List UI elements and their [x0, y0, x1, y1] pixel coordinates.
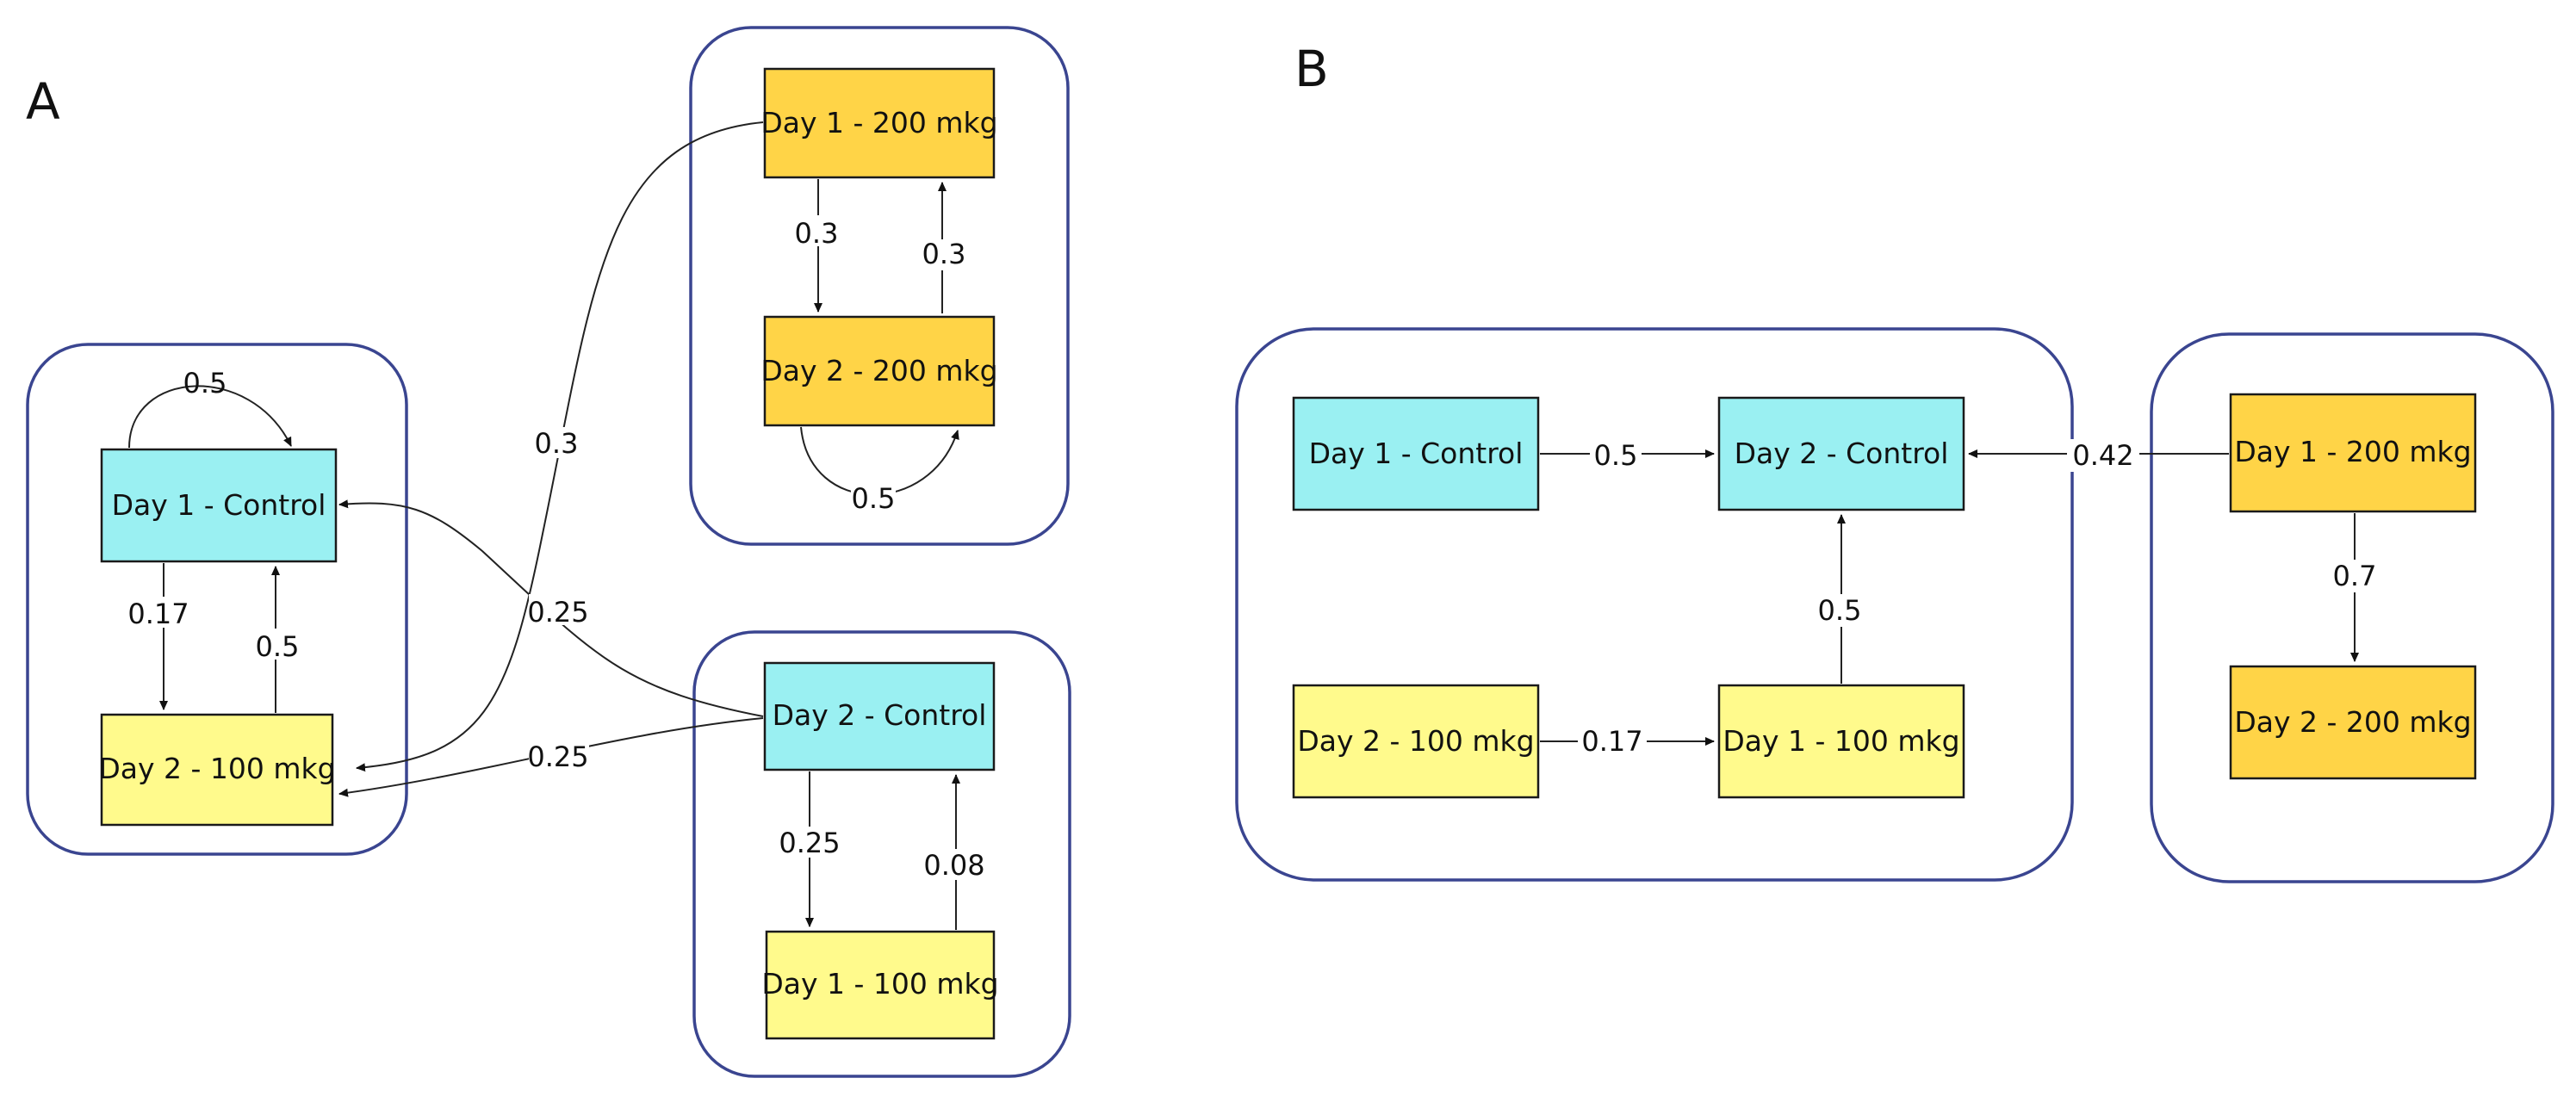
edge-label: 0.5 — [852, 482, 896, 515]
node: Day 1 - Control — [1292, 396, 1540, 511]
panel-b-edge-labels: 0.5 0.42 0.5 0.17 0.7 — [1578, 439, 2379, 758]
edge-label: 0.17 — [127, 598, 189, 630]
node: Day 2 - Control — [1717, 396, 1965, 511]
panel-a-cluster-bottom-right — [692, 630, 1071, 1078]
edge-label: 0.17 — [1581, 725, 1642, 758]
edge-label: 0.7 — [2333, 560, 2377, 592]
panel-b-cluster-main — [1235, 327, 2074, 882]
node-label: Day 2 - 100 mkg — [98, 752, 335, 785]
node-label: Day 2 - Control — [1735, 437, 1949, 470]
edge-label: 0.25 — [527, 740, 588, 773]
edge-label: 0.3 — [795, 217, 839, 250]
node: Day 1 - 200 mkg — [2229, 393, 2477, 513]
edge-label: 0.5 — [183, 367, 227, 400]
node-label: Day 2 - 100 mkg — [1297, 724, 1534, 758]
node: Day 1 - 100 mkg — [761, 930, 999, 1040]
edge-label: 0.5 — [1594, 439, 1638, 472]
panel-b-cluster-200mkg — [2150, 332, 2554, 883]
node-label: Day 2 - 200 mkg — [760, 354, 997, 387]
edge-label: 0.08 — [923, 849, 984, 882]
panel-a-label: A — [26, 72, 60, 131]
edge-label: 0.3 — [535, 427, 579, 460]
node-label: Day 1 - 100 mkg — [1723, 724, 1959, 758]
node: Day 2 - 100 mkg — [1292, 684, 1540, 799]
panel-b-label: B — [1294, 40, 1329, 98]
panel-a-cluster-top-right — [689, 26, 1070, 546]
edge-label: 0.5 — [256, 630, 300, 663]
edge-label: 0.42 — [2072, 439, 2133, 472]
node-label: Day 1 - Control — [112, 488, 326, 522]
node: Day 2 - 200 mkg — [760, 315, 998, 427]
node-label: Day 2 - 200 mkg — [2234, 705, 2471, 739]
edge-label: 0.3 — [922, 238, 966, 270]
node: Day 1 - Control — [100, 448, 338, 563]
node: Day 2 - 100 mkg — [98, 713, 336, 827]
node: Day 1 - 100 mkg — [1717, 684, 1965, 799]
edge-arrow-a_d2_ctrl-to-a_d1_ctrl — [338, 499, 764, 717]
panel-a-cluster-left — [26, 343, 408, 856]
edge-label: 0.25 — [527, 596, 588, 629]
node-label: Day 1 - 200 mkg — [2234, 435, 2471, 468]
node: Day 2 - 200 mkg — [2229, 665, 2477, 780]
node-label: Day 2 - Control — [773, 698, 987, 732]
node: Day 1 - 200 mkg — [760, 67, 998, 179]
edge-label: 0.25 — [779, 827, 840, 859]
edge-arrow-a_d1_ctrl-to-a_d1_ctrl — [128, 385, 292, 449]
node-label: Day 1 - 200 mkg — [760, 106, 997, 139]
node-label: Day 1 - Control — [1309, 437, 1524, 470]
edge-label: 0.5 — [1818, 594, 1862, 627]
edge-arrow-a_d1_200-to-a_d2_100 — [356, 121, 764, 772]
node-label: Day 1 - 100 mkg — [761, 967, 998, 1001]
node: Day 2 - Control — [763, 661, 996, 771]
panel-a-edge-labels: 0.5 0.17 0.5 0.3 0.3 0.5 0.3 0.25 0.25 0… — [126, 215, 985, 882]
